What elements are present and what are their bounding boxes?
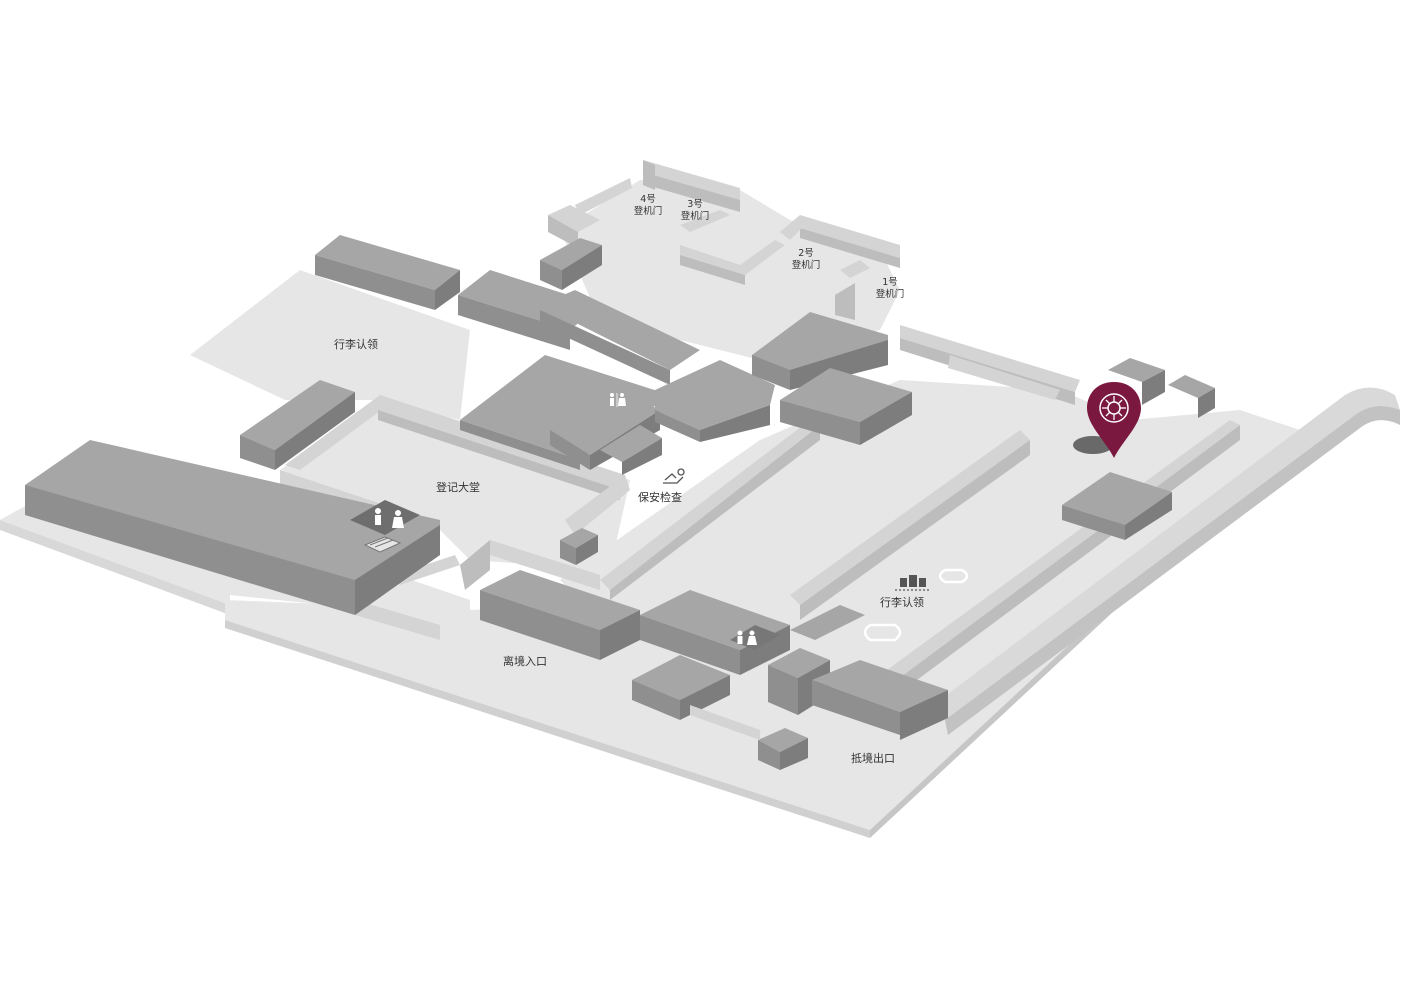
gate-1-label: 登机门 [876, 288, 905, 300]
gate-4-label: 登机门 [634, 205, 663, 217]
location-pin-icon[interactable] [1073, 382, 1141, 458]
baggage-claim-left-label: 行李认领 [334, 337, 378, 351]
gate-3-number: 3号 [687, 199, 703, 210]
gate-4-number: 4号 [640, 194, 656, 205]
restroom-icon [350, 500, 420, 535]
ramp-walkway [940, 387, 1400, 735]
baggage-claim-right-label: 行李认领 [880, 595, 924, 609]
departure-entrance-label: 离境入口 [503, 654, 547, 668]
gate-2-label: 登机门 [792, 259, 821, 271]
checkin-hall-label: 登记大堂 [436, 480, 480, 494]
security-check-label: 保安检查 [638, 490, 682, 504]
building-blocks [25, 235, 1215, 770]
security-icon [663, 468, 685, 484]
stairs-icon [363, 536, 402, 553]
floor-markings [863, 568, 969, 642]
gate-2-number: 2号 [798, 248, 814, 259]
restroom-icon [610, 393, 626, 407]
arrival-exit-label: 抵境出口 [851, 751, 895, 765]
restroom-icon [730, 625, 780, 650]
map-labels: 4号 登机门 3号 登机门 2号 登机门 1号 登机门 行李认领 登记大堂 保安… [334, 194, 924, 765]
gate-3-label: 登机门 [681, 210, 710, 222]
gate-1-number: 1号 [882, 277, 898, 288]
baggage-icon [895, 575, 930, 591]
